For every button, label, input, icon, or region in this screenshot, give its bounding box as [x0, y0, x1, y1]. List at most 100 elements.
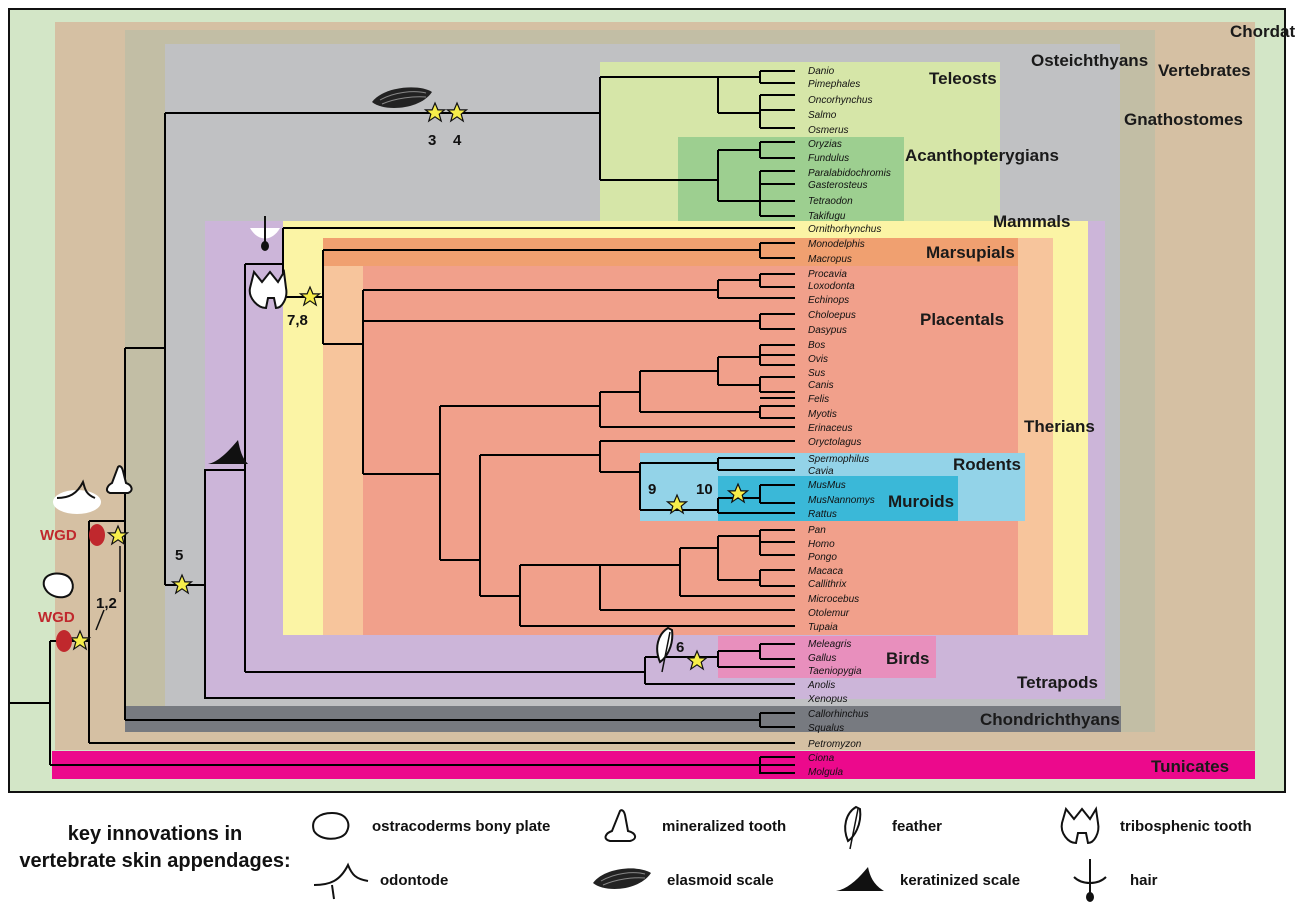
- event-label: 9: [648, 481, 656, 498]
- wgd-label: WGD: [40, 527, 77, 544]
- legend-item: keratinized scale: [830, 855, 1020, 905]
- species-label: Dasypus: [808, 325, 847, 336]
- mineralized-tooth-icon: [604, 809, 636, 842]
- label-muroids: Muroids: [888, 492, 954, 511]
- label-gnathostomes: Gnathostomes: [1124, 110, 1243, 129]
- label-tetrapods: Tetrapods: [1017, 673, 1098, 692]
- species-label: Tupaia: [808, 622, 838, 633]
- label-teleosts: Teleosts: [929, 69, 997, 88]
- species-label: Xenopus: [807, 694, 847, 705]
- event-label: 3: [428, 132, 436, 149]
- species-label: MusNannomys: [808, 495, 875, 506]
- species-label: Procavia: [808, 269, 847, 280]
- species-label: Anolis: [807, 680, 835, 691]
- elasmoid-scale-icon: [372, 87, 432, 108]
- species-label: Sus: [808, 368, 825, 379]
- odontode-icon: [313, 862, 369, 900]
- legend-label: ostracoderms bony plate: [372, 817, 551, 835]
- label-chondrichthyans: Chondrichthyans: [980, 710, 1120, 729]
- label-placentals: Placentals: [920, 310, 1004, 329]
- legend-label: mineralized tooth: [662, 817, 787, 835]
- species-label: Osmerus: [808, 125, 849, 136]
- species-label: Oryzias: [808, 139, 842, 150]
- label-therians: Therians: [1024, 417, 1095, 436]
- species-label: Choloepus: [808, 310, 856, 321]
- species-label: Spermophilus: [808, 454, 869, 465]
- species-label: Meleagris: [808, 639, 851, 650]
- birds-box: [718, 636, 936, 678]
- legend-label: keratinized scale: [900, 871, 1021, 889]
- wgd-label: WGD: [38, 609, 75, 626]
- species-label: Microcebus: [808, 594, 859, 605]
- event-label: 10: [696, 481, 713, 498]
- label-acanthopterygians: Acanthopterygians: [905, 146, 1059, 165]
- legend-item: elasmoid scale: [585, 855, 774, 905]
- species-label: Callorhinchus: [808, 709, 869, 720]
- species-label: Tetraodon: [808, 196, 853, 207]
- keratinized-scale-icon: [836, 867, 884, 891]
- species-label: Gallus: [808, 653, 836, 664]
- pointer-line: [95, 609, 105, 631]
- label-rodents: Rodents: [953, 455, 1021, 474]
- legend-item: feather: [822, 801, 942, 851]
- event-label: 1,2: [96, 595, 117, 612]
- species-label: Loxodonta: [808, 281, 855, 292]
- legend-label: feather: [892, 817, 943, 835]
- species-label: Gasterosteus: [808, 180, 867, 191]
- species-label: Takifugu: [808, 211, 846, 222]
- species-label: Molgula: [808, 767, 843, 778]
- species-label: Myotis: [808, 409, 837, 420]
- legend-item: tribosphenic tooth: [1050, 801, 1252, 851]
- legend-item: ostracoderms bony plate: [302, 801, 550, 851]
- legend-label: elasmoid scale: [667, 871, 774, 889]
- marsupials-box: [323, 238, 1018, 266]
- species-label: Canis: [808, 380, 834, 391]
- species-label: Taeniopygia: [808, 666, 862, 677]
- legend-title: key innovations in vertebrate skin appen…: [10, 821, 300, 875]
- label-mammals: Mammals: [993, 212, 1070, 231]
- keratinized-scale-icon: [208, 440, 248, 464]
- species-label: Pimephales: [808, 79, 860, 90]
- hair-icon: [250, 216, 280, 251]
- species-label: Pongo: [808, 552, 837, 563]
- placentals-box: [363, 266, 1018, 635]
- legend-item: hair: [1060, 855, 1158, 905]
- species-label: Oryctolagus: [808, 437, 861, 448]
- feather-icon: [844, 805, 862, 850]
- species-label: Ciona: [808, 753, 835, 764]
- label-vertebrates: Vertebrates: [1158, 61, 1251, 80]
- legend: key innovations in vertebrate skin appen…: [10, 793, 1285, 914]
- legend-label: tribosphenic tooth: [1120, 817, 1252, 835]
- species-label: Paralabidochromis: [808, 168, 891, 179]
- label-tunicates: Tunicates: [1151, 757, 1229, 776]
- species-label: MusMus: [808, 480, 846, 491]
- mineralized-tooth-icon: [105, 465, 133, 494]
- species-label: Ornithorhynchus: [808, 224, 881, 235]
- species-label: Callithrix: [808, 579, 847, 590]
- elasmoid-scale-icon: [593, 868, 651, 889]
- species-label: Otolemur: [808, 608, 850, 619]
- species-label: Oncorhynchus: [808, 95, 872, 106]
- species-label: Cavia: [808, 466, 834, 477]
- species-labels: Danio Pimephales Oncorhynchus Salmo Osme…: [807, 66, 891, 778]
- phylogenetic-tree: Chordates Vertebrates Gnathostomes Ostei…: [8, 8, 1295, 793]
- legend-item: odontode: [310, 855, 448, 905]
- tribosphenic-tooth-icon: [1060, 806, 1100, 845]
- species-label: Pan: [808, 525, 826, 536]
- ostracoderm-bony-plate-icon: [312, 811, 350, 840]
- species-label: Felis: [808, 394, 829, 405]
- legend-title-line: vertebrate skin appendages:: [19, 850, 291, 872]
- label-birds: Birds: [886, 649, 929, 668]
- legend-label: odontode: [380, 871, 449, 889]
- event-label: 6: [676, 639, 684, 656]
- species-label: Erinaceus: [808, 423, 852, 434]
- legend-label: hair: [1130, 871, 1158, 889]
- bony-plate-icon: [42, 572, 74, 599]
- label-chordates: Chordates: [1230, 22, 1295, 41]
- species-label: Echinops: [808, 295, 849, 306]
- wgd-marker-icon: [89, 524, 105, 546]
- label-marsupials: Marsupials: [926, 243, 1015, 262]
- species-label: Salmo: [808, 110, 837, 121]
- species-label: Monodelphis: [808, 239, 865, 250]
- label-osteichthyans: Osteichthyans: [1031, 51, 1148, 70]
